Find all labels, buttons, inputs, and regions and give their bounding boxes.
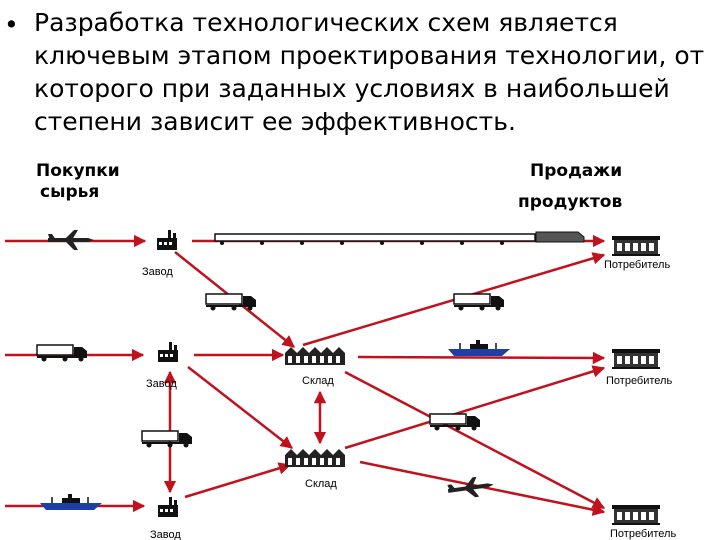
consumer-label-3: Потребитель — [610, 528, 676, 540]
bullet-dot-icon: • — [4, 10, 19, 39]
consumer-building-icon — [612, 505, 660, 525]
arrow-plant2-to-warehouse2 — [187, 366, 293, 449]
ship-icon — [447, 339, 511, 357]
consumer-label-1: Потребитель — [604, 259, 670, 271]
plant-label-2: Завод — [146, 378, 177, 390]
plant-label-3: Завод — [150, 529, 181, 540]
truck-icon — [36, 344, 88, 363]
airplane-icon — [48, 230, 94, 250]
arrow-warehouse1-to-consumer2 — [357, 351, 606, 365]
warehouse-icon — [285, 347, 345, 365]
arrow-warehouse2-to-consumer2 — [344, 365, 606, 450]
warehouse-label-2: Склад — [305, 478, 337, 490]
truck-icon — [141, 430, 193, 449]
truck-icon — [429, 413, 481, 432]
sales-header-line2: продуктов — [518, 192, 622, 212]
sales-header-line1: Продажи — [530, 161, 622, 181]
consumer-label-2: Потребитель — [606, 375, 672, 387]
consumer-building-icon — [612, 349, 660, 369]
consumer-building-icon — [612, 236, 660, 256]
bullet-point: • Разработка технологических схем являет… — [4, 6, 716, 138]
purchases-header-line1: Покупки — [36, 161, 120, 181]
ship-icon — [39, 493, 103, 511]
truck-icon — [205, 293, 257, 312]
factory-icon — [157, 230, 177, 250]
warehouse-label-1: Склад — [302, 375, 334, 387]
bullet-text: Разработка технологических схем является… — [34, 8, 705, 136]
truck-icon — [453, 293, 505, 312]
factory-icon — [158, 497, 178, 517]
arrow-plant3-to-warehouse2 — [184, 462, 292, 499]
purchases-header-line2: сырья — [40, 182, 99, 202]
train-icon — [214, 231, 585, 245]
plant-label-1: Завод — [142, 266, 173, 278]
warehouse-icon — [285, 449, 345, 467]
arrow-warehouse1-to-consumer3 — [344, 370, 606, 510]
factory-icon — [158, 342, 178, 362]
